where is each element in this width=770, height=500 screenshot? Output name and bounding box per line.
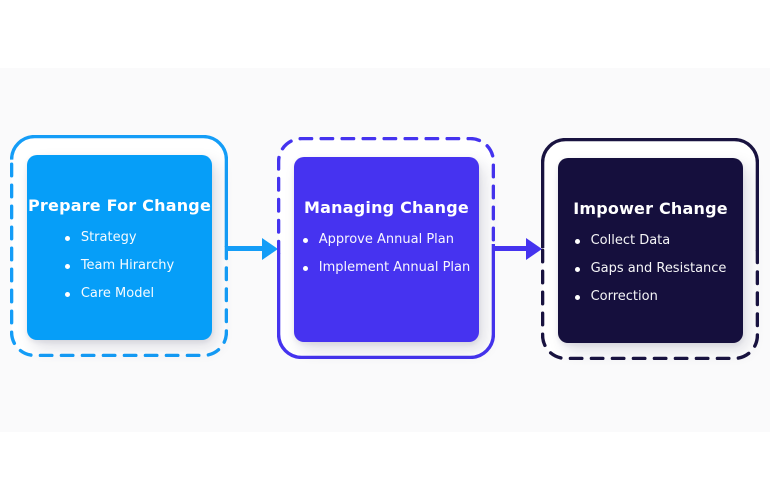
bullet-item: Strategy <box>64 224 174 252</box>
bullet-item: Care Model <box>64 280 174 308</box>
arrow-prepare-to-managing-icon <box>226 237 278 260</box>
bullet-dot-icon <box>302 265 308 271</box>
bullet-dot-icon <box>64 291 70 297</box>
bullet-dot-icon <box>574 266 580 272</box>
bullet-label: Implement Annual Plan <box>318 260 471 275</box>
bullet-dot-icon <box>64 263 70 269</box>
bullet-label: Collect Data <box>590 233 671 248</box>
step-title: Impower Change <box>573 199 728 218</box>
bullet-dot-icon <box>64 235 70 241</box>
arrow-shaft <box>226 246 266 251</box>
bullet-item: Gaps and Resistance <box>574 255 727 283</box>
bullet-item: Correction <box>574 283 727 311</box>
bullet-dot-icon <box>574 238 580 244</box>
arrow-head-icon <box>262 237 278 260</box>
bullet-item: Collect Data <box>574 227 727 255</box>
step-title: Prepare For Change <box>28 196 211 215</box>
arrow-managing-to-impower-icon <box>493 237 542 260</box>
bullet-label: Team Hirarchy <box>80 258 175 273</box>
bullet-label: Correction <box>590 289 658 304</box>
bullet-label: Approve Annual Plan <box>318 232 454 247</box>
bullet-label: Care Model <box>80 286 155 301</box>
bullet-dot-icon <box>302 237 308 243</box>
bullet-label: Gaps and Resistance <box>590 261 727 276</box>
bullet-item: Approve Annual Plan <box>302 226 470 254</box>
step-title: Managing Change <box>304 198 469 217</box>
arrow-shaft <box>493 246 530 251</box>
bullet-item: Team Hirarchy <box>64 252 175 280</box>
arrow-head-icon <box>526 237 542 260</box>
bullet-dot-icon <box>574 294 580 300</box>
bullet-label: Strategy <box>80 230 137 245</box>
bullet-item: Implement Annual Plan <box>302 254 471 282</box>
